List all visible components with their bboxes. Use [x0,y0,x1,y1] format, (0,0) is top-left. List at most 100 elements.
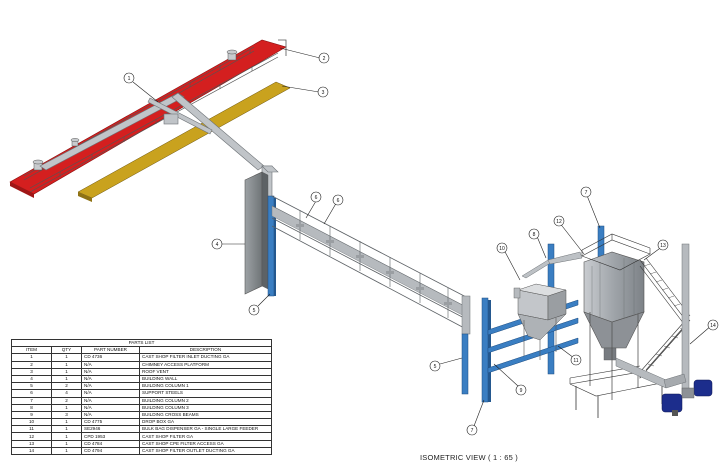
table-cell: 3 [11,367,52,376]
balloon-3: 3 [317,86,329,98]
svg-text:6: 6 [315,195,318,201]
drop-box-duct [521,251,583,279]
table-cell: 1 [51,360,82,369]
balloon-10: 10 [496,242,508,254]
balloon-7-bottom: 7 [466,424,478,436]
table-cell: 1 [51,367,82,376]
balloon-9: 9 [515,384,527,396]
parts-list-table: PARTS LIST ITEM QTY PART NUMBER DESCRIPT… [11,338,272,456]
balloon-1: 1 [123,72,135,84]
table-cell: 4 [51,389,82,398]
view-caption: ISOMETRIC VIEW ( 1 : 65 ) [420,453,518,462]
table-cell: 1 [51,439,82,448]
svg-text:1: 1 [128,76,131,82]
table-cell: 2 [51,382,82,391]
table-cell: N/A [81,410,140,420]
item-balloons: 1 2 3 4 5 6 6 5 7 8 9 10 11 12 13 14 7 [123,52,719,436]
svg-text:3: 3 [322,90,325,96]
table-cell: CAST SHOP FILTER GA [139,432,272,441]
table-cell: CD 4784 [81,439,140,448]
svg-text:2: 2 [323,56,326,62]
table-cell: CAST SHOP FILTER OUTLET DUCTING GA [139,446,272,456]
table-cell: 3 [51,410,82,420]
table-cell: 1 [11,353,52,362]
balloon-12: 12 [553,215,565,227]
table-cell: N/A [81,382,140,391]
table-cell: 6 [11,389,52,398]
table-cell: CAST SHOP CPE FILTER ACCESS GA [139,439,272,448]
table-cell: 5 [11,382,52,391]
table-cell: BULK BAG DISPENSER GA - SINGLE LARGE FEE… [139,425,272,434]
fan-motors [661,379,713,416]
table-cell: N/A [81,367,140,376]
balloon-13: 13 [657,239,669,251]
table-cell: SE2946 [81,425,140,434]
table-cell: N/A [81,396,140,405]
table-cell: 4 [11,374,52,384]
table-cell: CPD 1953 [81,432,140,441]
svg-text:5: 5 [434,364,437,370]
table-cell: BUILDING COLUMN 3 [139,403,272,412]
table-cell: 1 [51,425,82,434]
table-cell: BUILDING COLUMN 2 [139,396,272,405]
table-cell: N/A [81,360,140,369]
building-wall [244,171,269,295]
column-header: PART NUMBER [81,346,140,355]
svg-text:10: 10 [499,246,505,252]
table-cell: 1 [51,432,82,441]
table-cell: CD 4794 [81,446,140,456]
svg-text:7: 7 [585,190,588,196]
balloon-4: 4 [211,238,223,250]
table-cell: 1 [51,353,82,362]
table-cell: N/A [81,389,140,398]
table-cell: 12 [11,432,52,441]
table-cell: CHIMNEY ACCESS PLATFORM [139,360,272,369]
cast-shop-filter [581,233,651,400]
duct-run [271,195,471,335]
svg-text:6: 6 [337,198,340,204]
column-header: QTY [51,346,82,355]
table-cell: N/A [81,403,140,412]
table-cell: 13 [11,439,52,448]
table-cell: 2 [11,360,52,369]
balloon-6-a: 6 [310,191,322,203]
table-cell: 1 [51,446,82,456]
table-cell: 11 [11,425,52,434]
table-cell: 1 [51,374,82,384]
column-header: DESCRIPTION [139,346,272,355]
table-cell: CAST SHOP FILTER INLET DUCTING GA [139,353,272,362]
svg-text:4: 4 [216,242,219,248]
balloon-5-left: 5 [248,304,260,316]
svg-text:7: 7 [471,428,474,434]
drop-box-and-bulk-bag-dispenser [513,283,567,360]
table-cell: 9 [11,410,52,420]
table-cell: 1 [51,403,82,412]
leader-lines [132,47,713,427]
balloon-11: 11 [570,354,582,366]
balloon-8: 8 [528,228,540,240]
table-cell: BUILDING COLUMN 1 [139,382,272,391]
table-cell: 8 [11,403,52,412]
parts-list-header-row: ITEM QTY PART NUMBER DESCRIPTION [11,346,272,355]
table-cell: BUILDING WALL [139,374,272,384]
svg-text:12: 12 [556,219,562,225]
balloon-5-right: 5 [429,360,441,372]
table-cell: CD 4775 [81,418,140,427]
svg-text:8: 8 [533,232,536,238]
roof-vent [77,81,291,202]
svg-text:9: 9 [520,388,523,394]
table-cell: DROP BOX GA [139,418,272,427]
table-cell: 7 [11,396,52,405]
table-cell: CD 4736 [81,353,140,362]
